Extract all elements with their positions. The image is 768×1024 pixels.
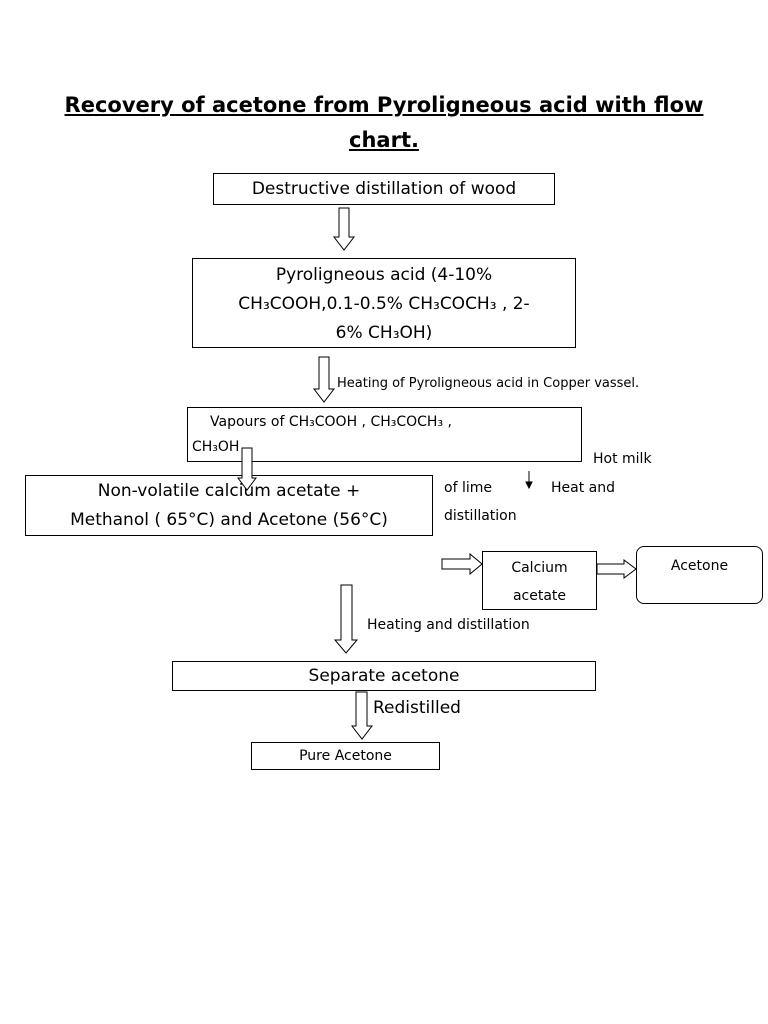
node-acetone-label: Acetone (670, 558, 729, 574)
node-vapours-line-2: CH₃OH (192, 439, 240, 455)
node-pyroligneous-acid: Pyroligneous acid (4-10% CH₃COOH,0.1-0.5… (192, 258, 576, 348)
node-non-volatile: Non-volatile calcium acetate + Methanol … (25, 475, 433, 536)
label-heating-copper: Heating of Pyroligneous acid in Copper v… (337, 376, 640, 391)
node-destructive-distillation: Destructive distillation of wood (213, 173, 555, 205)
arrow-right-2-icon (596, 559, 637, 579)
node-pure-acetone: Pure Acetone (251, 742, 440, 770)
label-hot-milk: Hot milk (593, 451, 652, 467)
node-calcium-acetate: Calcium acetate (482, 551, 597, 610)
arrow-down-5-icon (350, 691, 374, 740)
small-down-arrow-icon (525, 471, 533, 490)
node-separate-label: Separate acetone (308, 666, 460, 686)
node-calcium-line-2: acetate (512, 588, 567, 604)
arrow-down-4-icon (333, 584, 359, 654)
label-heating-distillation: Heating and distillation (367, 617, 530, 633)
node-non-volatile-line-2: Methanol ( 65°C) and Acetone (56°C) (70, 510, 388, 530)
node-vapours-line-1: Vapours of CH₃COOH , CH₃COCH₃ , (210, 414, 452, 430)
node-pyroligneous-line-2: CH₃COOH,0.1-0.5% CH₃COCH₃ , 2- (238, 294, 530, 314)
node-vapours: Vapours of CH₃COOH , CH₃COCH₃ , CH₃OH (187, 407, 582, 462)
node-pyroligneous-line-3: 6% CH₃OH) (335, 323, 433, 343)
node-destructive-label: Destructive distillation of wood (251, 179, 517, 199)
label-heat-and: Heat and (551, 480, 615, 496)
arrow-down-3-icon (237, 447, 257, 491)
arrow-right-1-icon (441, 552, 483, 576)
node-pyroligneous-line-1: Pyroligneous acid (4-10% (275, 265, 493, 285)
node-separate-acetone: Separate acetone (172, 661, 596, 691)
label-redistilled: Redistilled (373, 698, 461, 718)
label-of-lime: of lime (444, 480, 492, 496)
node-pure-label: Pure Acetone (299, 748, 392, 764)
node-non-volatile-line-1: Non-volatile calcium acetate + (97, 481, 361, 501)
node-calcium-line-1: Calcium (511, 560, 568, 576)
arrow-down-2-icon (312, 356, 336, 403)
label-distillation: distillation (444, 508, 517, 524)
node-acetone: Acetone (636, 546, 763, 604)
arrow-down-1-icon (332, 207, 356, 251)
page-title: Recovery of acetone from Pyroligneous ac… (64, 93, 704, 152)
